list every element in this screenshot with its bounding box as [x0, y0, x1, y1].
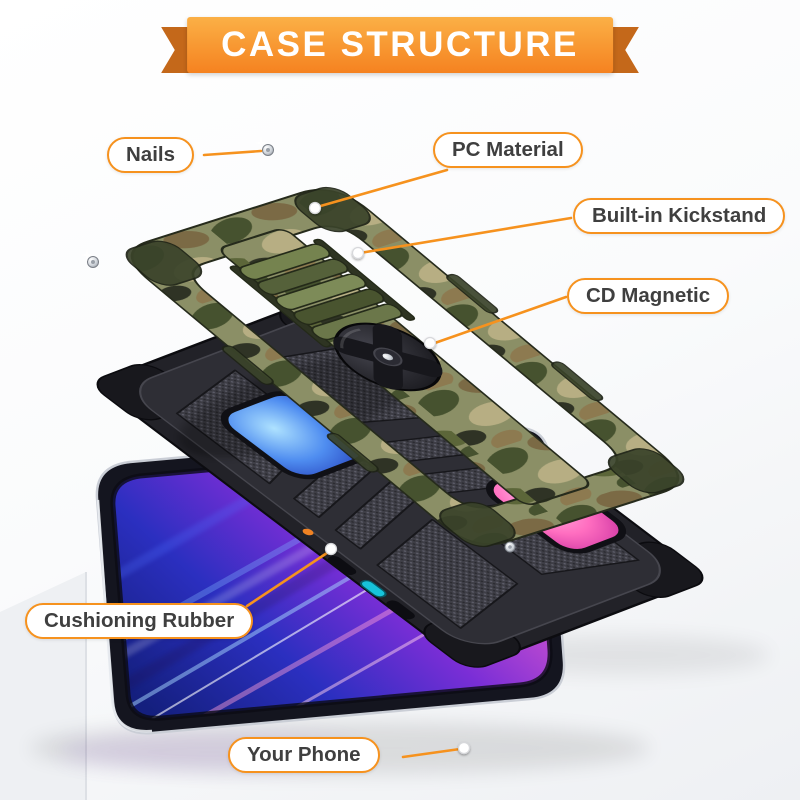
label-pc-material: PC Material	[433, 132, 583, 168]
label-cd-magnetic: CD Magnetic	[567, 278, 730, 314]
leader-lines	[202, 149, 573, 759]
camo-frame	[125, 186, 685, 548]
nail-screw	[254, 136, 274, 156]
nail-screw	[80, 248, 99, 268]
label-nails: Nails	[107, 137, 194, 173]
port-cutouts	[302, 528, 415, 620]
leader-dots	[308, 201, 471, 755]
label-built-in-kickstand: Built-in Kickstand	[573, 198, 786, 234]
nail-screw	[504, 541, 516, 553]
title-banner: CASE STRUCTURE	[161, 17, 639, 73]
label-cushioning-rubber: Cushioning Rubber	[25, 603, 254, 639]
accent-dot	[302, 528, 314, 536]
label-your-phone: Your Phone	[228, 737, 380, 773]
banner-title: CASE STRUCTURE	[187, 17, 613, 73]
nail-screws	[80, 136, 516, 553]
camo-corner-blocks	[125, 186, 685, 548]
magnet-disc	[333, 322, 443, 392]
kickstand-accordion	[229, 238, 416, 348]
charge-port	[359, 579, 387, 598]
